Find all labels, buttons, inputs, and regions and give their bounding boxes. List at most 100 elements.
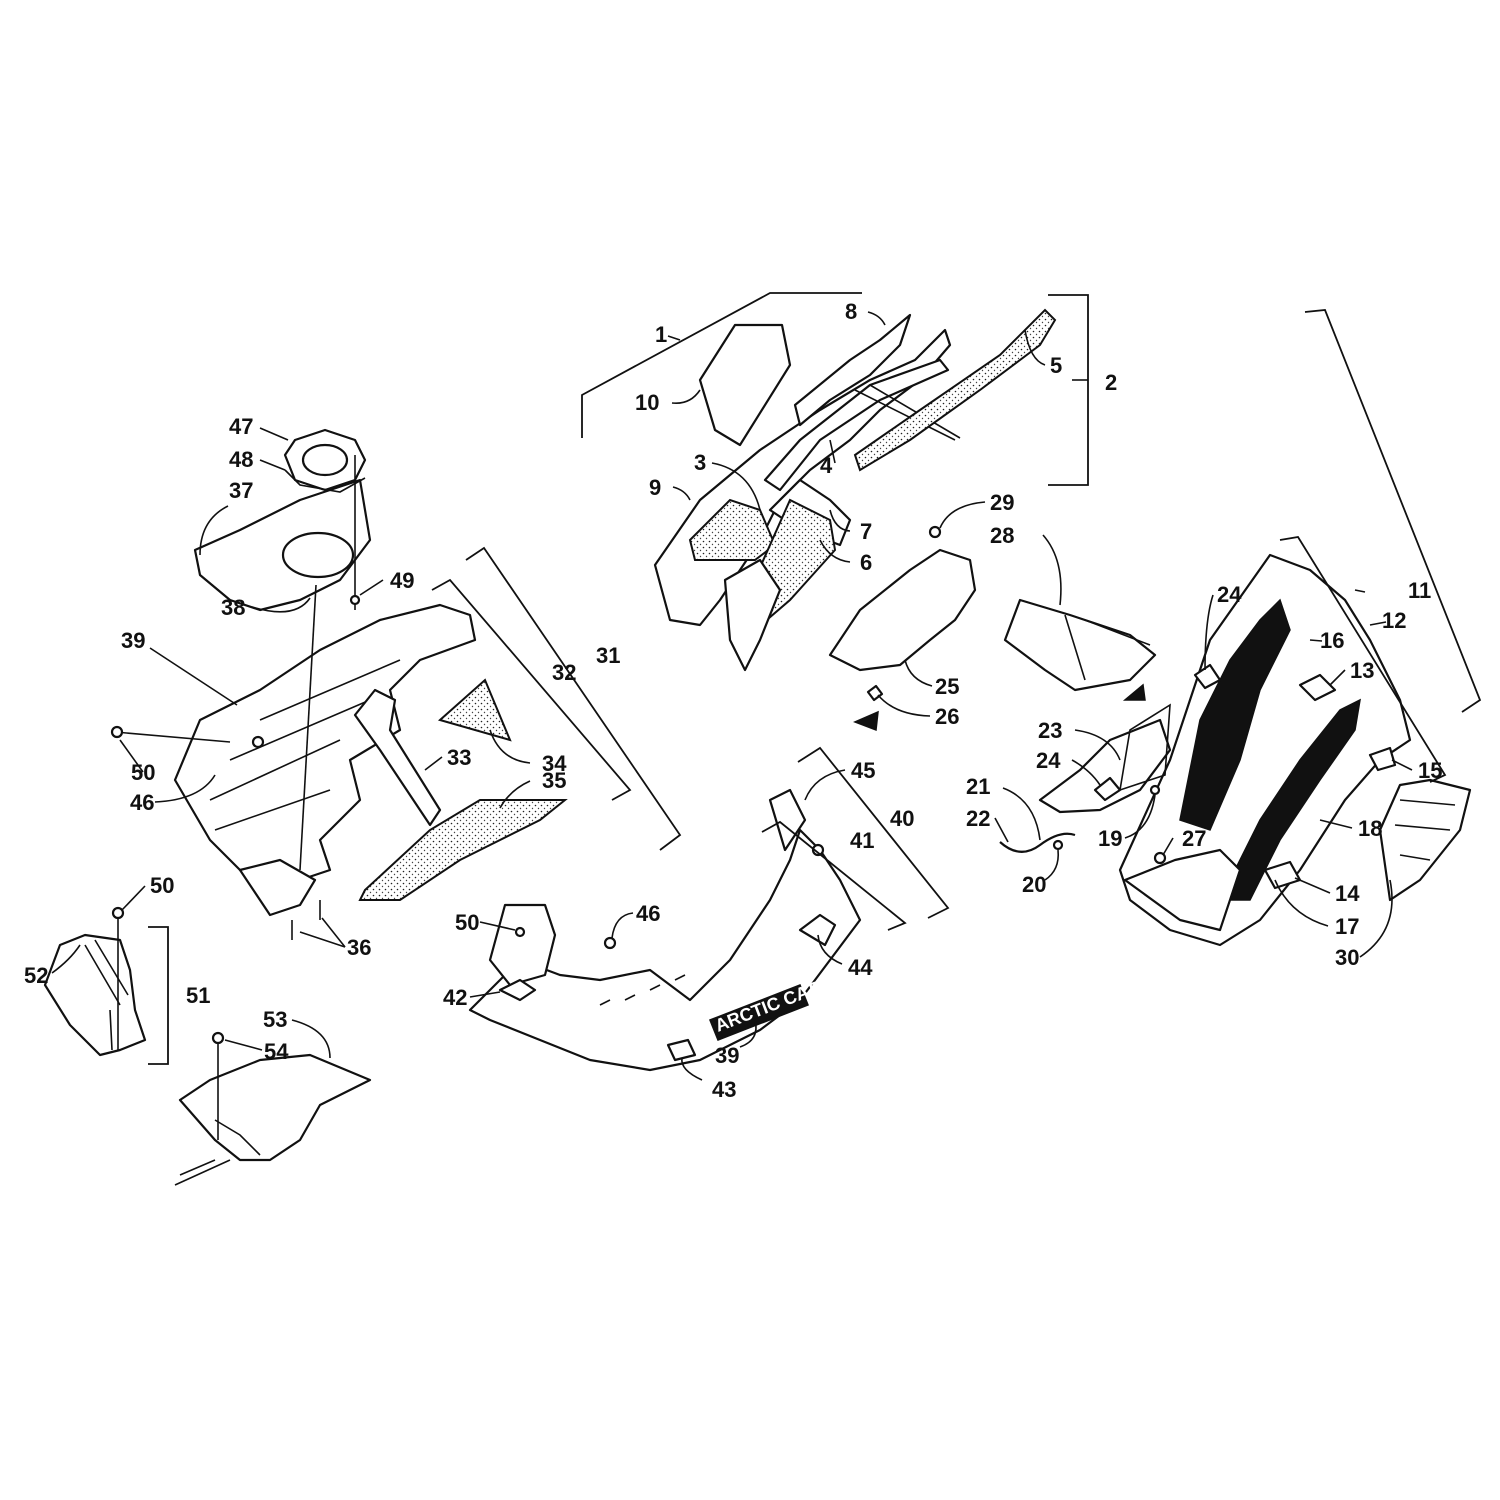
wire-21-22[interactable]: [999, 832, 1076, 853]
callout-15: 15: [1418, 758, 1442, 783]
screw-50-panel-head: [111, 906, 125, 920]
callout-7: 7: [860, 519, 872, 544]
leader-48: [259, 459, 286, 471]
callout-41: 41: [850, 828, 874, 853]
leader-24b: [1071, 759, 1101, 786]
leader-39b: [739, 1019, 757, 1048]
callout-34: 34: [542, 751, 567, 776]
bracket-33[interactable]: [353, 688, 442, 827]
side-decal-15[interactable]: [1368, 746, 1397, 772]
vent-panel-25[interactable]: [828, 548, 977, 672]
leader-28: [1042, 534, 1062, 606]
callout-42: 42: [443, 985, 467, 1010]
callout-43: 43: [712, 1077, 736, 1102]
leader-29: [939, 501, 986, 529]
callout-50-left: 50: [131, 760, 155, 785]
windshield-part-8[interactable]: [793, 313, 912, 427]
vent-assembly: [828, 525, 1157, 702]
foam-strip-35[interactable]: [358, 799, 568, 901]
lower-trim-9[interactable]: [723, 558, 782, 672]
callout-50-panel: 50: [150, 873, 174, 898]
leader-54: [224, 1039, 263, 1051]
foam-pad-34[interactable]: [437, 678, 512, 742]
lower-fascia-17[interactable]: [1123, 848, 1242, 932]
callout-3: 3: [694, 450, 706, 475]
hood-graphic-16[interactable]: [1179, 598, 1291, 831]
leader-50c: [479, 921, 516, 931]
callout-40: 40: [890, 806, 914, 831]
callout-24-upper: 24: [1217, 582, 1242, 607]
mesh-grille-23[interactable]: [1118, 703, 1171, 792]
leader-11: [1354, 589, 1366, 593]
callout-47: 47: [229, 414, 253, 439]
front-bumper-23[interactable]: [1038, 718, 1172, 814]
bulkhead-assembly: [173, 603, 568, 917]
screw-50-nose[interactable]: [514, 926, 526, 938]
foam-strip-5[interactable]: [853, 308, 1057, 472]
rod-38[interactable]: [299, 584, 317, 871]
callout-13: 13: [1350, 658, 1374, 683]
callout-39-left: 39: [121, 628, 145, 653]
callout-16: 16: [1320, 628, 1344, 653]
heat-shield-53[interactable]: [178, 1053, 372, 1162]
grommet-29[interactable]: [928, 525, 942, 539]
deflector-decal-10[interactable]: [698, 323, 792, 447]
callout-1: 1: [655, 322, 667, 347]
rivet-46-left[interactable]: [251, 735, 265, 749]
air-duct-28[interactable]: [1003, 598, 1157, 692]
callout-45: 45: [851, 758, 875, 783]
vent-trim-24[interactable]: [1093, 776, 1122, 802]
leader-21: [1002, 787, 1041, 841]
leader-19: [1124, 794, 1156, 839]
callout-17: 17: [1335, 914, 1359, 939]
bumper-pad-43[interactable]: [666, 1038, 697, 1062]
hood-shell-11[interactable]: [1118, 553, 1412, 947]
callout-31: 31: [596, 643, 620, 668]
nose-pan-assembly: ARCTIC CAT: [468, 788, 862, 1072]
mount-bracket-4[interactable]: [763, 358, 950, 492]
callout-32: 32: [552, 660, 576, 685]
side-panel-assembly: [43, 933, 372, 1186]
side-plate-38[interactable]: [238, 858, 317, 917]
callout-5: 5: [1050, 353, 1062, 378]
group-brackets: [148, 292, 1482, 1065]
rivet-19[interactable]: [1149, 784, 1161, 796]
leader-20: [1044, 849, 1060, 881]
callout-54: 54: [264, 1039, 289, 1064]
screw-27[interactable]: [1153, 851, 1167, 865]
callout-25: 25: [935, 674, 959, 699]
leader-26: [877, 694, 931, 717]
headlight-frame-30[interactable]: [1378, 778, 1472, 902]
screw-54-head: [211, 1031, 225, 1045]
leader-24a: [1204, 594, 1214, 671]
callouts: 1 2 3 4 5 6 7 8 9 10 11 12 13 14 15 16 1…: [24, 299, 1442, 1102]
callout-36: 36: [347, 935, 371, 960]
bumper-pad-42[interactable]: [498, 978, 537, 1002]
bumper-pad-44[interactable]: [798, 913, 837, 947]
leader-4: [829, 439, 836, 464]
callout-4: 4: [820, 453, 833, 478]
screw-50-head: [110, 725, 124, 739]
callout-9: 9: [649, 475, 661, 500]
gauge-gasket-48[interactable]: [284, 469, 366, 493]
callout-24-lower: 24: [1036, 748, 1061, 773]
screw-45[interactable]: [811, 843, 825, 857]
fasteners: [110, 455, 1167, 1140]
screw-50-left[interactable]: [114, 731, 231, 743]
leader-39a: [149, 647, 238, 706]
bracket-group-12: [1279, 536, 1447, 783]
leader-5: [1024, 329, 1046, 366]
side-panel-52[interactable]: [43, 933, 147, 1057]
nose-pan-front-50[interactable]: [488, 903, 557, 987]
nose-pan-side-41[interactable]: [768, 788, 807, 852]
leader-10: [671, 389, 701, 405]
leader-46b: [611, 912, 634, 939]
leader-36a: [299, 931, 346, 948]
side-decal-13[interactable]: [1298, 673, 1337, 702]
rivet-46-center[interactable]: [603, 936, 617, 950]
leader-36b: [321, 917, 346, 948]
callout-18: 18: [1358, 816, 1382, 841]
callout-49: 49: [390, 568, 414, 593]
leader-47: [259, 427, 289, 441]
fastener-20[interactable]: [1052, 839, 1064, 851]
